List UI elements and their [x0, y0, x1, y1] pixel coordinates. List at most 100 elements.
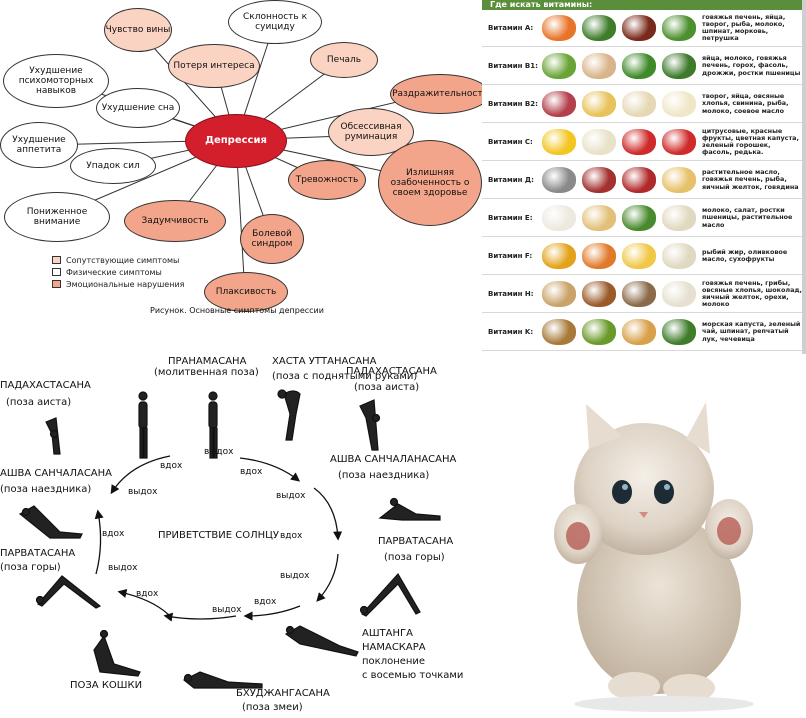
label-parvat-left-sub: (поза горы) [0, 562, 61, 573]
kitten-ear-right [686, 402, 710, 454]
node-guilt: Чувство вины [104, 8, 172, 52]
vitamin-sources: рыбий жир, оливковое масло, сухофрукты [702, 247, 788, 263]
breath-label: выдох [204, 447, 234, 457]
label-ashwa-right-sub: (поза наездника) [338, 470, 430, 481]
node-psychomotor: Ухудшение психомоторных навыков [3, 54, 109, 108]
food-image [542, 319, 576, 345]
node-label: Ухудшение сна [101, 103, 175, 113]
node-anxiety: Тревожность [288, 160, 366, 200]
node-label: Раздражительность [392, 89, 482, 99]
vitamin-sources: растительное масло, говяжья печень, рыба… [702, 168, 799, 191]
vitamin-sources: говяжья печень, яйца, творог, рыба, моло… [702, 12, 786, 43]
breath-label: вдох [240, 467, 263, 477]
label-pranamasana: ПРАНАМАСАНА [168, 356, 247, 367]
node-label: Задумчивость [141, 216, 209, 226]
vitamin-row: Витамин H: говяжья печень, грибы, овсяные… [482, 276, 806, 313]
node-attention: Пониженное внимание [4, 192, 110, 242]
food-image [542, 15, 576, 41]
food-image [622, 319, 656, 345]
vitamin-row: Витамин K:морская капуста, зеленый чай, … [482, 314, 806, 351]
food-image [662, 53, 696, 79]
food-image [662, 91, 696, 117]
vitamin-foods-image [538, 126, 702, 158]
node-label: Излишняя озабоченность о своем здоровье [390, 168, 470, 198]
food-image [582, 167, 616, 193]
legend-item-comorbid: Сопутствующие симптомы [52, 254, 184, 266]
label-ashwa-left: АШВА САНЧАЛАСАНА [0, 468, 112, 479]
food-image [622, 281, 656, 307]
food-image [582, 205, 616, 231]
breath-label: выдох [212, 605, 242, 615]
label-parvat-right: ПАРВАТАСАНА [378, 536, 454, 547]
vitamin-sources: молоко, салат, ростки пшеницы, раститель… [702, 206, 793, 229]
label-pranamasana-sub: (молитвенная поза) [154, 367, 259, 378]
label-cat: ПОЗА КОШКИ [70, 680, 143, 691]
label-parvat-right-sub: (поза горы) [384, 552, 445, 563]
food-image [622, 129, 656, 155]
vitamin-name: Витамин F: [488, 252, 533, 260]
breath-label: вдох [136, 589, 159, 599]
vitamin-row: Витамин B1: яйца, молоко, говяжья печень,… [482, 48, 806, 85]
cycle-arrows [94, 455, 343, 622]
vitamin-sources: цитрусовые, красные фрукты, цветная капу… [702, 126, 799, 157]
breath-label: выдох [128, 487, 158, 497]
kitten-ear-left [586, 404, 622, 449]
vitamin-name: Витамин А: [488, 24, 534, 32]
sun-salutation-graphic [18, 389, 441, 689]
food-image [542, 91, 576, 117]
node-irritability: Раздражительность [390, 74, 482, 114]
vitamin-row: Витамин А: говяжья печень, яйца, творог, … [482, 10, 806, 47]
node-label: Пониженное внимание [26, 207, 88, 227]
legend-label: Физические симптомы [66, 267, 162, 277]
vitamins-table: Где искать витамины: Витамин А: говяжья п… [482, 0, 806, 354]
cycle-title: ПРИВЕТСТВИЕ СОЛНЦУ [158, 530, 279, 541]
legend-item-physical: Физические симптомы [52, 266, 184, 278]
food-image [622, 53, 656, 79]
node-label: Упадок сил [86, 161, 140, 171]
kitten-illustration [554, 402, 754, 712]
food-image [542, 243, 576, 269]
kitten-foot-right [663, 674, 715, 702]
depression-diagram: Депрессия Чувство вины Склонность к суиц… [0, 0, 482, 350]
kitten-head [574, 423, 714, 555]
node-label: Ухудшение аппетита [12, 135, 66, 155]
food-image [582, 319, 616, 345]
node-pain: Болевой синдром [240, 214, 304, 264]
vitamin-row: Витамин С: цитрусовые, красные фрукты, цв… [482, 124, 806, 161]
label-hasta: ХАСТА УТТАНАСАНА [272, 356, 377, 367]
mindmap-legend: Сопутствующие симптомы Физические симпто… [52, 254, 184, 290]
label-parvat-left: ПАРВАТАСАНА [0, 548, 76, 559]
label-ashtanga-4: с восемью точками [362, 670, 464, 681]
food-image [582, 243, 616, 269]
node-label: Плаксивость [215, 287, 277, 297]
food-image [622, 243, 656, 269]
node-label: Ухудшение психомоторных навыков [18, 66, 94, 96]
legend-swatch [52, 268, 61, 276]
vitamin-sources: творог, яйца, овсяные хлопья, свинина, р… [702, 92, 789, 115]
node-suicide: Склонность к суициду [228, 0, 322, 44]
vitamin-foods-image [538, 50, 702, 82]
legend-label: Эмоциональные нарушения [66, 279, 185, 289]
vitamin-sources: яйца, молоко, говяжья печень, горох, фас… [702, 54, 801, 77]
vitamin-foods-image [538, 88, 702, 120]
vitamin-name: Витамин B1: [488, 62, 538, 70]
label-pada-right-sub: (поза аиста) [354, 382, 420, 393]
vitamin-name: Витамин С: [488, 138, 533, 146]
vitamin-row: Витамин Е:молоко, салат, ростки пшеницы,… [482, 200, 806, 237]
node-label: Тревожность [295, 175, 359, 185]
food-image [662, 205, 696, 231]
node-label: Печаль [326, 55, 362, 65]
vitamins-header: Где искать витамины: [482, 0, 806, 10]
label-pada-left-sub: (поза аиста) [6, 397, 72, 408]
vitamin-name: Витамин H: [488, 290, 534, 298]
vitamin-sources: говяжья печень, грибы, овсяные хлопья, ш… [702, 278, 802, 309]
breath-label: выдох [280, 571, 310, 581]
food-image [662, 15, 696, 41]
kitten-foot-left [608, 672, 660, 700]
legend-item-emotional: Эмоциональные нарушения [52, 278, 184, 290]
kitten-nose [639, 512, 648, 518]
label-ashtanga-3: поклонение [362, 656, 426, 667]
vitamin-name: Витамин K: [488, 328, 534, 336]
node-loss-interest: Потеря интереса [168, 44, 260, 88]
breath-label: вдох [160, 461, 183, 471]
